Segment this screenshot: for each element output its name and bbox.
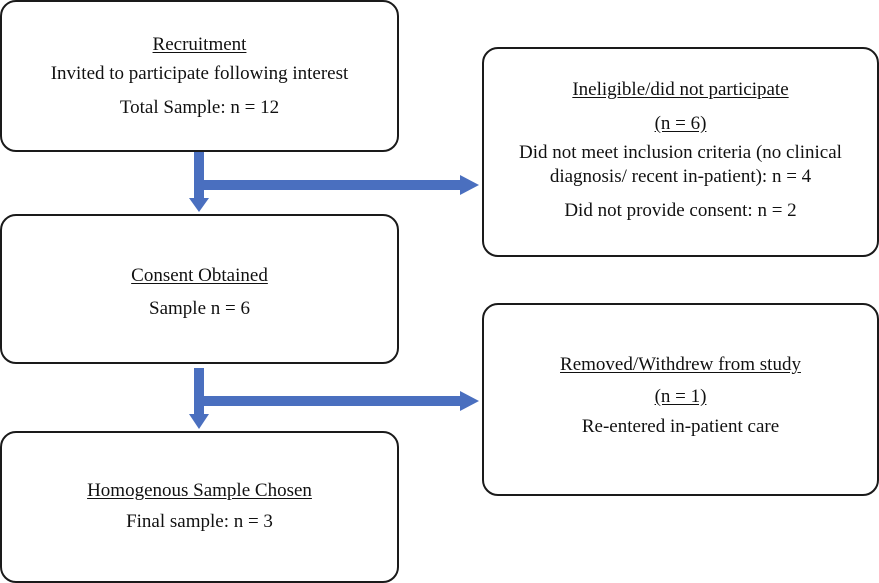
arrow-recruitment-to-consent [189,152,209,212]
arrow-to-ineligible [204,175,479,195]
final-sample-title: Homogenous Sample Chosen [87,480,312,501]
recruitment-description: Invited to participate following interes… [50,63,349,84]
arrow-consent-to-final [189,368,209,429]
consent-title: Consent Obtained [131,265,268,286]
ineligible-no-consent: Did not provide consent: n = 2 [564,200,797,221]
ineligible-title: Ineligible/did not participate [572,79,789,100]
arrow-to-removed [204,391,479,411]
consent-box: Consent Obtained Sample n = 6 [0,214,399,364]
ineligible-box: Ineligible/did not participate (n = 6) D… [482,47,879,257]
ineligible-criteria-line-2: diagnosis/ recent in-patient): n = 4 [549,166,812,187]
recruitment-box: Recruitment Invited to participate follo… [0,0,399,152]
ineligible-count: (n = 6) [654,113,707,134]
ineligible-criteria-line-1: Did not meet inclusion criteria (no clin… [519,142,842,163]
removed-title: Removed/Withdrew from study [560,354,801,375]
recruitment-title: Recruitment [152,34,247,55]
removed-count: (n = 1) [654,386,707,407]
removed-reason: Re-entered in-patient care [581,416,780,437]
removed-box: Removed/Withdrew from study (n = 1) Re-e… [482,303,879,496]
recruitment-total-sample: Total Sample: n = 12 [119,97,280,118]
final-sample-count: Final sample: n = 3 [126,511,273,532]
consent-sample: Sample n = 6 [149,298,250,319]
final-sample-box: Homogenous Sample Chosen Final sample: n… [0,431,399,583]
